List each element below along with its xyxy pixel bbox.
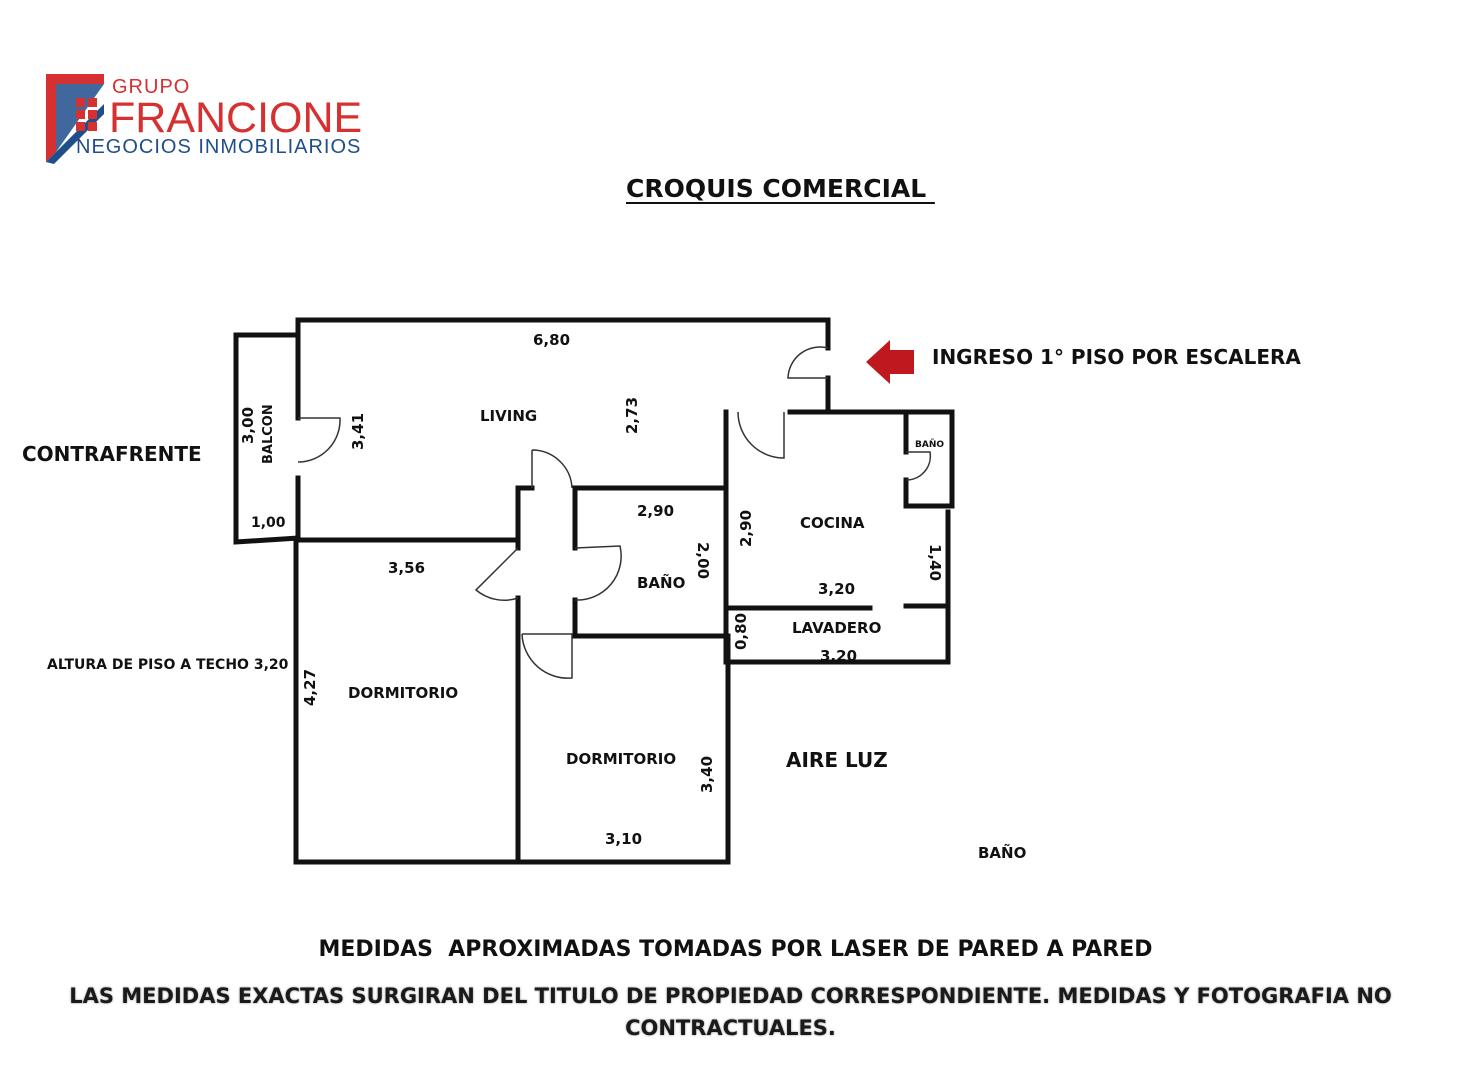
room-balcon-label: BALCON [261, 404, 276, 464]
room-living-label: LIVING [480, 407, 537, 425]
dim-balcon-width: 1,00 [251, 515, 286, 531]
logo-text-main: FRANCIONE [109, 94, 363, 142]
logo-text-top: GRUPO [112, 76, 191, 98]
room-dormitorio-2-label: DORMITORIO [566, 750, 676, 768]
dim-bano-height: 2,00 [694, 542, 712, 579]
room-bano-label: BAÑO [637, 573, 685, 592]
room-cocina-label: COCINA [800, 514, 865, 532]
brand-logo-mark [46, 74, 104, 164]
dim-dorm1-height: 4,27 [301, 669, 319, 706]
dim-lavadero-height: 0,80 [732, 613, 750, 650]
dim-living-width: 6,80 [533, 331, 570, 349]
dim-dorm2-width: 3,10 [605, 830, 642, 848]
label-aire-luz: AIRE LUZ [786, 748, 888, 772]
dim-bano-width: 2,90 [637, 502, 674, 520]
logo-text-sub: NEGOCIOS INMOBILIARIOS [76, 136, 362, 158]
label-altura: ALTURA DE PISO A TECHO 3,20 [47, 657, 289, 673]
dim-cocina-height: 2,90 [737, 510, 755, 547]
dim-dorm2-height: 3,40 [698, 756, 716, 793]
dim-cocina-side: 1,40 [926, 544, 944, 581]
label-ingreso: INGRESO 1° PISO POR ESCALERA [932, 345, 1301, 369]
walls [233, 317, 955, 865]
room-dormitorio-1-label: DORMITORIO [348, 684, 458, 702]
dim-lavadero-width: 3,20 [820, 647, 857, 665]
dim-living-height: 2,73 [623, 397, 641, 434]
page-title: CROQUIS COMERCIAL [626, 174, 935, 203]
dim-cocina-width: 3,20 [818, 580, 855, 598]
label-contrafrente: CONTRAFRENTE [22, 442, 202, 466]
dim-living-depth: 3,41 [349, 413, 367, 450]
dim-dorm1-width: 3,56 [388, 559, 425, 577]
note-disclaimer: LAS MEDIDAS EXACTAS SURGIRAN DEL TITULO … [69, 984, 1392, 1040]
dim-balcon-height: 3,00 [239, 407, 257, 444]
entrance-arrow-icon [866, 340, 914, 384]
doors [297, 346, 932, 679]
room-bano-small-label: BAÑO [915, 439, 944, 450]
note-measurements: MEDIDAS APROXIMADAS TOMADAS POR LASER DE… [318, 937, 1153, 962]
room-lavadero-label: LAVADERO [792, 619, 881, 637]
label-bano-outside: BAÑO [978, 843, 1026, 862]
